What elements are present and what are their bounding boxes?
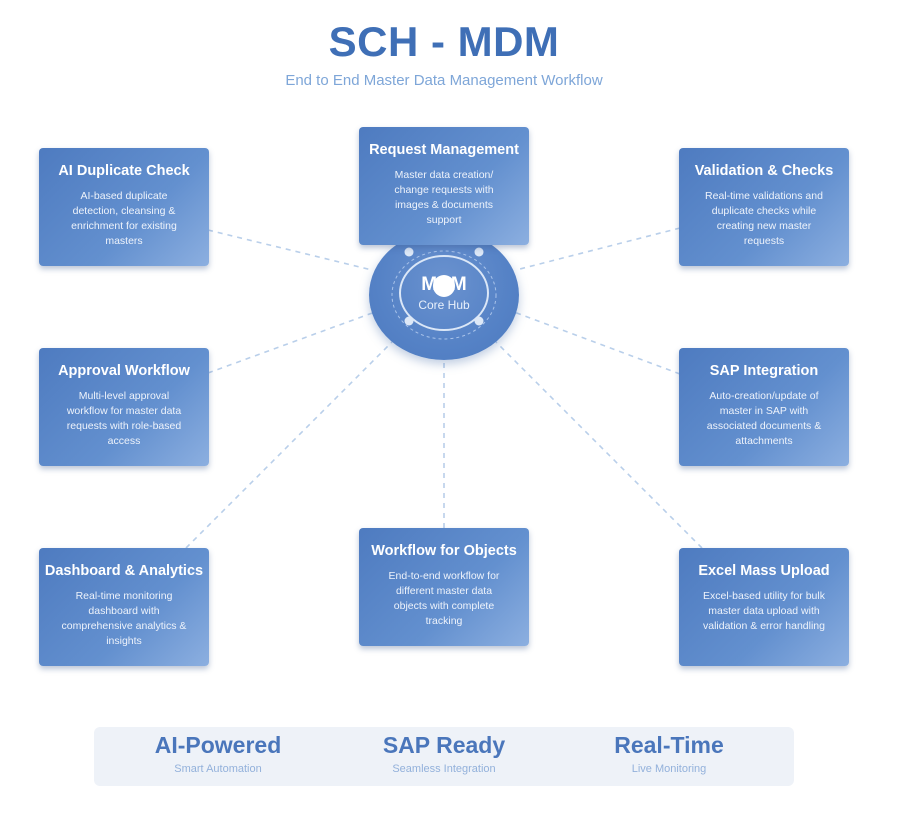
card-request-management[interactable]: Request Management Master data creation/… bbox=[359, 127, 529, 245]
card-validation-checks[interactable]: Validation & Checks Real-time validation… bbox=[679, 148, 849, 266]
stat-caption: Seamless Integration bbox=[392, 763, 496, 775]
card-description: Excel-based utility for bulk master data… bbox=[703, 590, 825, 632]
page-title: SCH - MDM bbox=[328, 18, 560, 65]
hub-subtitle: Core Hub bbox=[418, 298, 470, 312]
connector-excel bbox=[495, 341, 703, 549]
card-description: End-to-end workflow for different master… bbox=[388, 570, 500, 627]
card-sap-integration[interactable]: SAP Integration Auto-creation/update of … bbox=[679, 348, 849, 466]
connector-ai-duplicate bbox=[207, 229, 373, 271]
hub-center-dot-icon bbox=[433, 275, 455, 297]
footer-stats-bar: AI-Powered Smart Automation SAP Ready Se… bbox=[94, 727, 794, 786]
card-title: Validation & Checks bbox=[694, 163, 834, 179]
connector-sap bbox=[513, 311, 681, 375]
card-title: Workflow for Objects bbox=[371, 543, 517, 559]
card-description: Real-time monitoring dashboard with comp… bbox=[61, 590, 187, 647]
hub-orbit-icon bbox=[391, 247, 497, 340]
card-description: Auto-creation/update of master in SAP wi… bbox=[706, 390, 822, 447]
card-dashboard-analytics[interactable]: Dashboard & Analytics Real-time monitori… bbox=[39, 548, 209, 666]
connector-validation bbox=[515, 227, 681, 271]
card-title: Dashboard & Analytics bbox=[44, 563, 204, 579]
page-subtitle: End to End Master Data Management Workfl… bbox=[285, 72, 603, 89]
stat-sap-ready: SAP Ready Seamless Integration bbox=[334, 730, 554, 775]
card-title: Approval Workflow bbox=[58, 363, 190, 379]
core-hub: MDM Core Hub bbox=[369, 230, 519, 360]
stat-label: Real-Time bbox=[614, 732, 724, 758]
card-description: Real-time validations and duplicate chec… bbox=[705, 190, 823, 247]
card-title: Request Management bbox=[369, 142, 519, 158]
stat-label: SAP Ready bbox=[382, 732, 506, 758]
stat-label: AI-Powered bbox=[154, 732, 282, 758]
connector-dashboard bbox=[185, 341, 393, 549]
card-approval-workflow[interactable]: Approval Workflow Multi-level approval w… bbox=[39, 348, 209, 466]
stat-caption: Smart Automation bbox=[174, 763, 262, 775]
stat-real-time: Real-Time Live Monitoring bbox=[559, 730, 779, 775]
card-title: Excel Mass Upload bbox=[698, 563, 830, 579]
stat-ai-powered: AI-Powered Smart Automation bbox=[108, 730, 328, 775]
card-title: AI Duplicate Check bbox=[58, 163, 190, 179]
card-title: SAP Integration bbox=[709, 363, 819, 379]
card-workflow-objects[interactable]: Workflow for Objects End-to-end workflow… bbox=[359, 528, 529, 646]
stat-caption: Live Monitoring bbox=[631, 763, 707, 775]
card-description: Multi-level approval workflow for master… bbox=[66, 390, 182, 447]
card-description: Master data creation/ change requests wi… bbox=[394, 169, 494, 226]
card-description: AI-based duplicate detection, cleansing … bbox=[71, 190, 177, 247]
card-ai-duplicate-check[interactable]: AI Duplicate Check AI-based duplicate de… bbox=[39, 148, 209, 266]
connector-approval bbox=[207, 311, 376, 374]
card-excel-mass-upload[interactable]: Excel Mass Upload Excel-based utility fo… bbox=[679, 548, 849, 666]
